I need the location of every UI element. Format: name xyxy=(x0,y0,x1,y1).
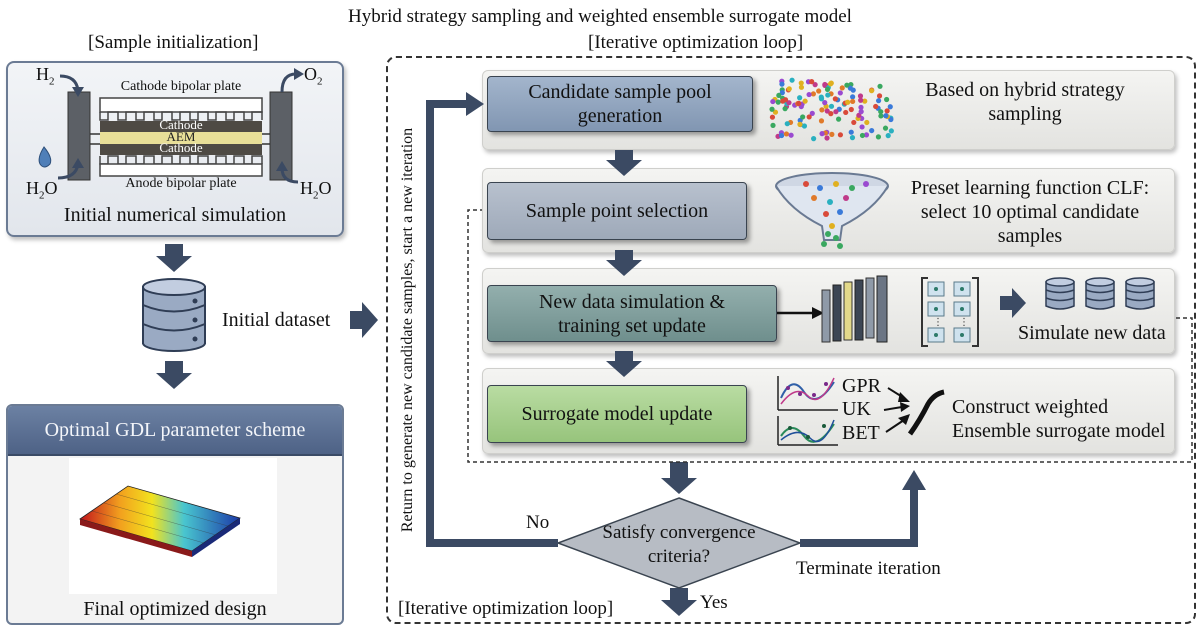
step4-desc-line1: Construct weighted xyxy=(952,396,1109,418)
decision-diamond xyxy=(555,497,803,589)
step4-surrogate-update-box: Surrogate model update xyxy=(487,385,747,443)
arrow-step2-to-3 xyxy=(606,250,642,276)
h2-label: H2 xyxy=(36,64,55,88)
step2-sample-selection-box: Sample point selection xyxy=(487,182,747,240)
step2-label: Sample point selection xyxy=(525,200,709,222)
step3-label-line1: New data simulation & xyxy=(538,290,726,313)
diagram-title: Hybrid strategy sampling and weighted en… xyxy=(348,6,852,27)
layer-cathode-top: Cathode xyxy=(159,117,203,132)
surrogate-mini-charts-icon xyxy=(777,376,838,446)
model-gpr: GPR xyxy=(842,375,881,397)
anode-plate-label: Anode bipolar plate xyxy=(125,176,237,191)
arrow-to-new-data xyxy=(1000,288,1026,318)
loop-border xyxy=(386,56,1196,624)
decision-line1: Satisfy convergence xyxy=(602,522,756,543)
initial-simulation-label: Initial numerical simulation xyxy=(63,204,287,226)
h2o-left-label: H2O xyxy=(26,178,58,202)
step2-desc-line3: samples xyxy=(997,225,1063,247)
step1-description: Based on hybrid strategy sampling xyxy=(925,79,1125,125)
step4-desc-line2: Ensemble surrogate model xyxy=(952,420,1166,442)
model-bet: BET xyxy=(842,422,880,444)
sample-matrix-icon: ⋮ ⋮ xyxy=(921,277,979,347)
step2-desc-line2: select 10 optimal candidate xyxy=(920,201,1140,223)
step1-label: Candidate sample pool generation xyxy=(528,81,712,127)
layer-aem: AEM xyxy=(166,129,196,144)
yes-arrow xyxy=(661,588,697,616)
svg-text:⋮: ⋮ xyxy=(959,317,969,328)
down-arrow-2 xyxy=(156,361,192,389)
optimal-header xyxy=(8,406,342,456)
h2o-right-label: H2O xyxy=(300,178,332,202)
final-design-label: Final optimized design xyxy=(83,598,267,620)
step3-label-line2: training set update xyxy=(558,314,706,337)
arrow-step3-to-4 xyxy=(606,351,642,377)
o2-label: O2 xyxy=(304,64,323,88)
step3-data-simulation-box: New data simulation & training set updat… xyxy=(487,285,777,342)
step2-desc-line1: Preset learning function CLF: xyxy=(910,177,1150,199)
arrow-step1-to-2 xyxy=(606,150,642,176)
right-arrow-into-loop xyxy=(350,302,378,338)
loop-bottom-label: [Iterative optimization loop] xyxy=(398,598,614,619)
svg-text:⋮: ⋮ xyxy=(933,317,943,328)
yes-label: Yes xyxy=(700,592,728,613)
cathode-plate-label: Cathode bipolar plate xyxy=(120,79,242,94)
optimal-title: Optimal GDL parameter scheme xyxy=(44,419,306,441)
cell-stack-icon xyxy=(821,275,888,343)
decision-line2: criteria? xyxy=(647,546,711,567)
sample-init-label: [Sample initialization] xyxy=(88,32,259,53)
iterative-loop-label: [Iterative optimization loop] xyxy=(588,32,804,53)
step3-description: Simulate new data xyxy=(1018,322,1166,344)
terminate-label: Terminate iteration xyxy=(796,558,941,579)
sample-scatter-icon xyxy=(769,77,894,142)
new-data-databases-icon xyxy=(1045,277,1155,310)
step4-label: Surrogate model update xyxy=(521,403,713,425)
initial-dataset-label: Initial dataset xyxy=(222,309,331,331)
layer-cathode-bottom: Cathode xyxy=(159,140,203,155)
step1-candidate-pool-box: Candidate sample pool generation xyxy=(487,76,753,132)
model-uk: UK xyxy=(842,398,871,420)
no-label: No xyxy=(526,512,550,533)
funnel-icon xyxy=(775,172,889,249)
database-icon xyxy=(142,278,206,352)
arrow-to-decision xyxy=(661,462,697,494)
down-arrow-1 xyxy=(156,244,192,272)
